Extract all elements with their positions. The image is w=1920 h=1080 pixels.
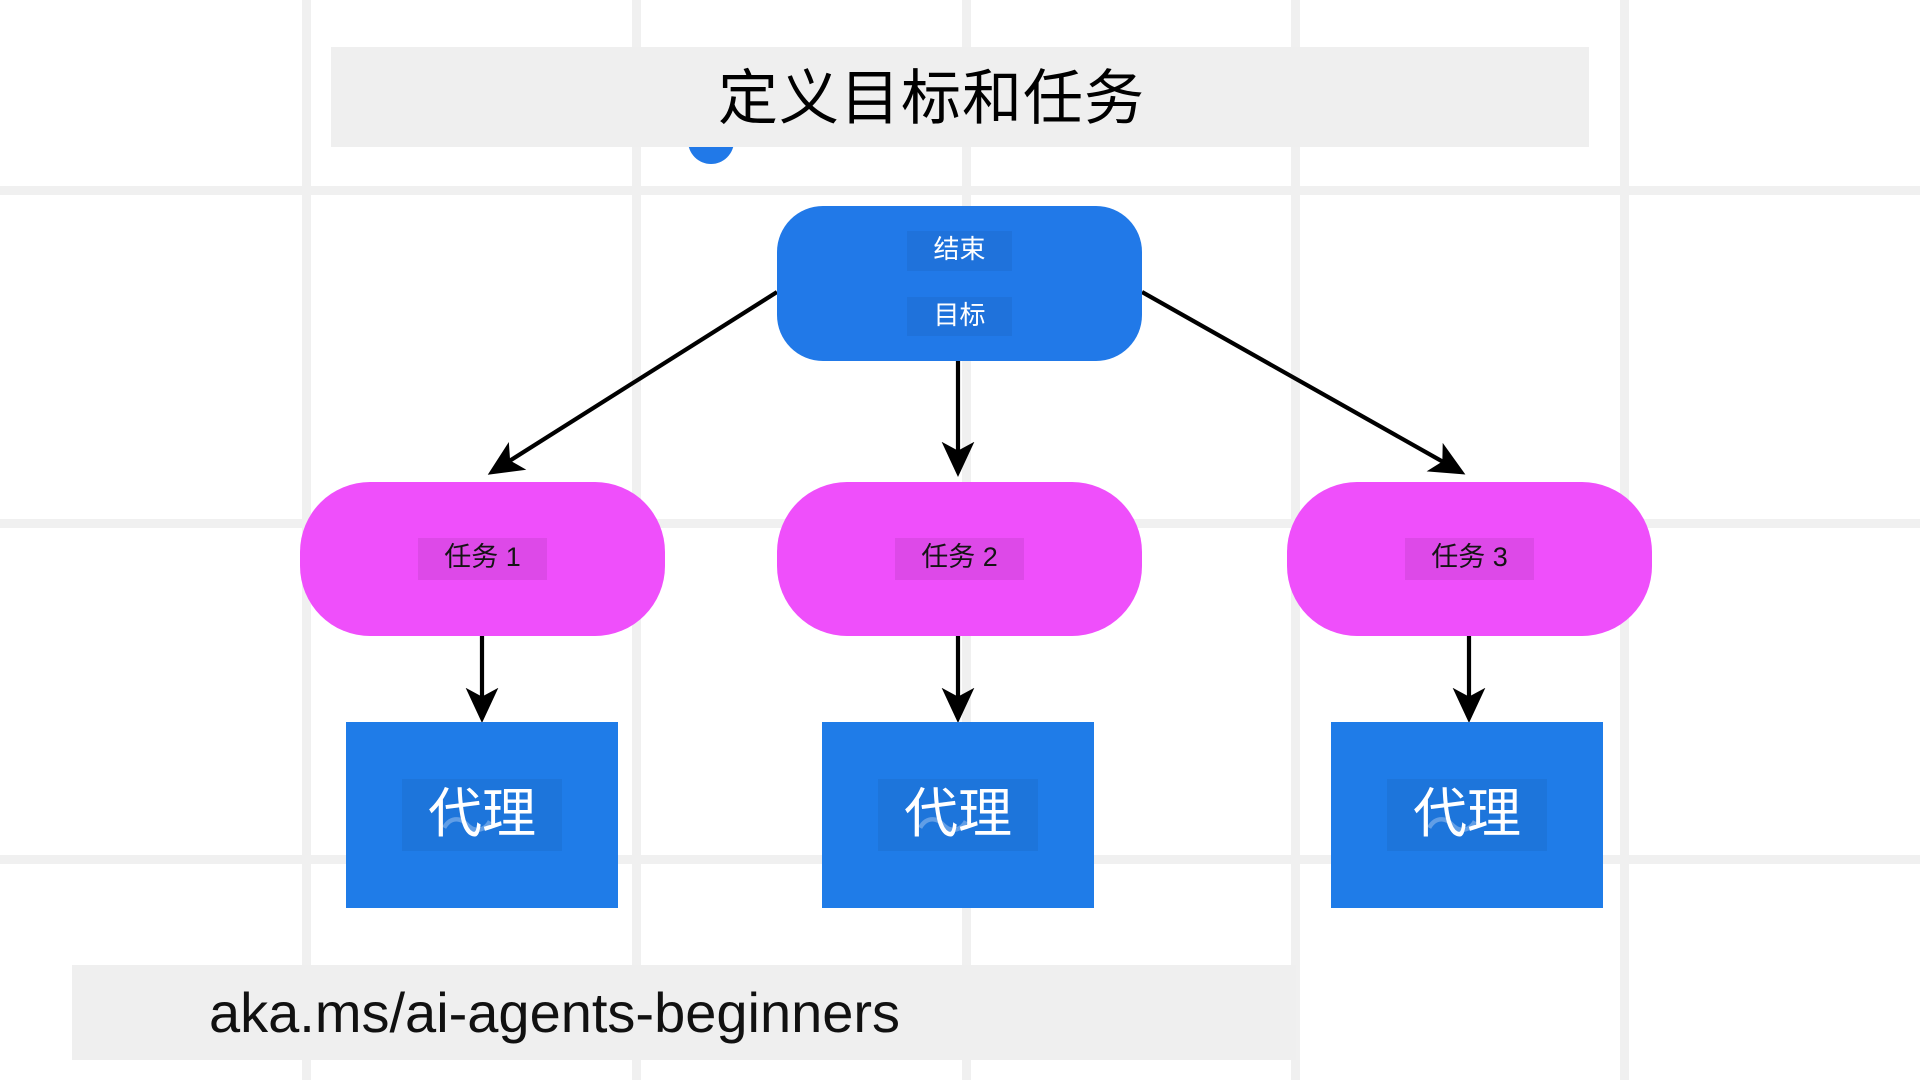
edge-endgoal-task3 xyxy=(1140,290,1466,475)
node-task-1-label: 任务 1 xyxy=(418,538,547,580)
agent-3-ghost-stroke: 〜 xyxy=(1425,797,1479,857)
node-agent-1-label: 代理 xyxy=(402,778,562,852)
page-title: 定义目标和任务 xyxy=(718,65,1145,132)
node-agent-1[interactable]: 代理 xyxy=(346,722,618,908)
agent-2-ghost-stroke: 〜 xyxy=(916,797,970,857)
node-end-goal[interactable]: 结束 目标 xyxy=(777,206,1142,361)
node-agent-2[interactable]: 代理 xyxy=(822,722,1094,908)
node-task-3-label: 任务 3 xyxy=(1405,538,1534,580)
node-end-goal-line2: 目标 xyxy=(907,296,1012,337)
node-task-2[interactable]: 任务 2 xyxy=(777,482,1142,636)
agent-1-ghost-stroke: 〜 xyxy=(440,797,494,857)
footer-band xyxy=(72,965,1296,1060)
node-task-1[interactable]: 任务 1 xyxy=(300,482,665,636)
title-band xyxy=(331,47,1589,147)
node-task-2-label: 任务 2 xyxy=(895,538,1024,580)
grid-line-horizontal xyxy=(0,186,1920,195)
footer-url[interactable]: aka.ms/ai-agents-beginners xyxy=(209,981,901,1044)
node-agent-3-label: 代理 xyxy=(1387,778,1547,852)
node-end-goal-line1: 结束 xyxy=(907,230,1012,271)
node-agent-3[interactable]: 代理 xyxy=(1331,722,1603,908)
node-agent-2-label: 代理 xyxy=(878,778,1038,852)
node-task-3[interactable]: 任务 3 xyxy=(1287,482,1652,636)
